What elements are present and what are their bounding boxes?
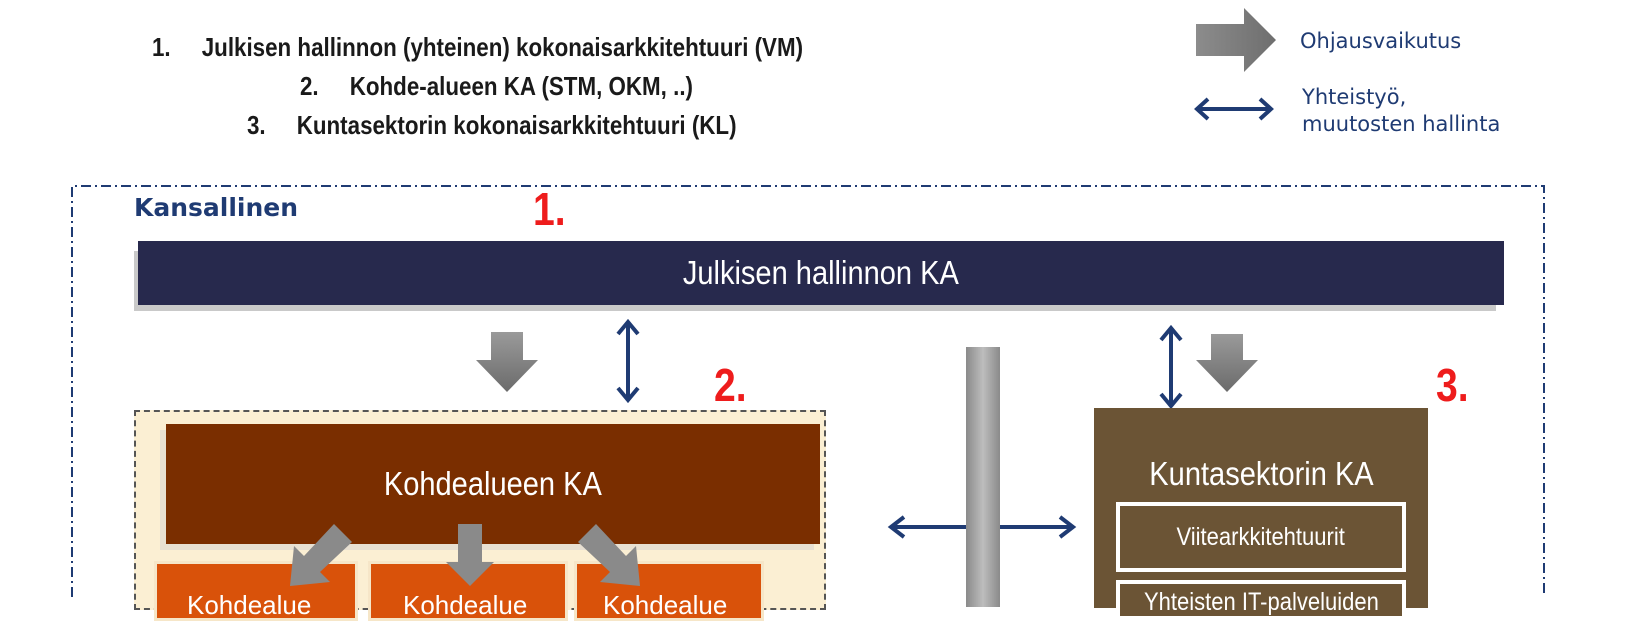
list-number: 3.	[247, 110, 266, 140]
public-admin-label: Julkisen hallinnon KA	[682, 254, 960, 291]
list-item-2: 2. Kohde-alueen KA (STM, OKM, ..)	[300, 71, 693, 102]
public-admin-band: Julkisen hallinnon KA	[138, 241, 1504, 305]
diagonal-arrow-right-icon	[578, 524, 640, 586]
steering-arrow-down-icon	[476, 332, 538, 392]
marker-1: 1.	[533, 183, 566, 235]
list-item-3: 3. Kuntasektorin kokonaisarkkitehtuuri (…	[247, 110, 737, 141]
legend-cooperation-label: Yhteistyö, muutosten hallinta	[1302, 84, 1500, 138]
cooperation-vertical-arrow-icon	[1159, 324, 1183, 410]
national-frame	[71, 185, 1545, 597]
list-item-1: 1. Julkisen hallinnon (yhteinen) kokonai…	[152, 32, 803, 63]
domain-ka-box: Kohdealueen KA	[166, 424, 820, 544]
shared-it-services-label: Yhteisten IT-palveluiden	[1143, 588, 1379, 616]
legend-cooperation-line2: muutosten hallinta	[1302, 112, 1501, 136]
legend-steering-label: Ohjausvaikutus	[1300, 29, 1462, 53]
domain-arrows	[290, 524, 640, 586]
national-title: Kansallinen	[134, 193, 299, 222]
municipal-title: Kuntasektorin KA	[1094, 455, 1428, 493]
steering-arrow-down-icon	[1196, 334, 1258, 392]
list-text: Julkisen hallinnon (yhteinen) kokonaisar…	[201, 32, 804, 62]
divider-bar	[966, 347, 1000, 607]
shared-it-services-box: Yhteisten IT-palveluiden	[1116, 580, 1406, 620]
cooperation-vertical-arrow-icon	[616, 318, 640, 404]
list-text: Kuntasektorin kokonaisarkkitehtuuri (KL)	[296, 110, 737, 140]
municipal-title-label: Kuntasektorin KA	[1148, 455, 1374, 492]
marker-2: 2.	[714, 359, 747, 411]
reference-architectures-box: Viitearkkitehtuurit	[1116, 502, 1406, 572]
reference-architectures-label: Viitearkkitehtuurit	[1176, 522, 1346, 551]
steering-arrow-icon	[1196, 8, 1276, 72]
list-number: 2.	[300, 71, 319, 101]
list-text: Kohde-alueen KA (STM, OKM, ..)	[349, 71, 693, 101]
legend-cooperation-line1: Yhteistyö,	[1302, 85, 1407, 109]
list-number: 1.	[152, 32, 171, 62]
marker-3: 3.	[1436, 359, 1469, 411]
diagonal-arrow-left-icon	[290, 524, 352, 586]
down-arrow-center-icon	[446, 524, 494, 586]
domain-ka-label: Kohdealueen KA	[384, 465, 602, 502]
cooperation-double-arrow-icon	[1194, 97, 1274, 121]
